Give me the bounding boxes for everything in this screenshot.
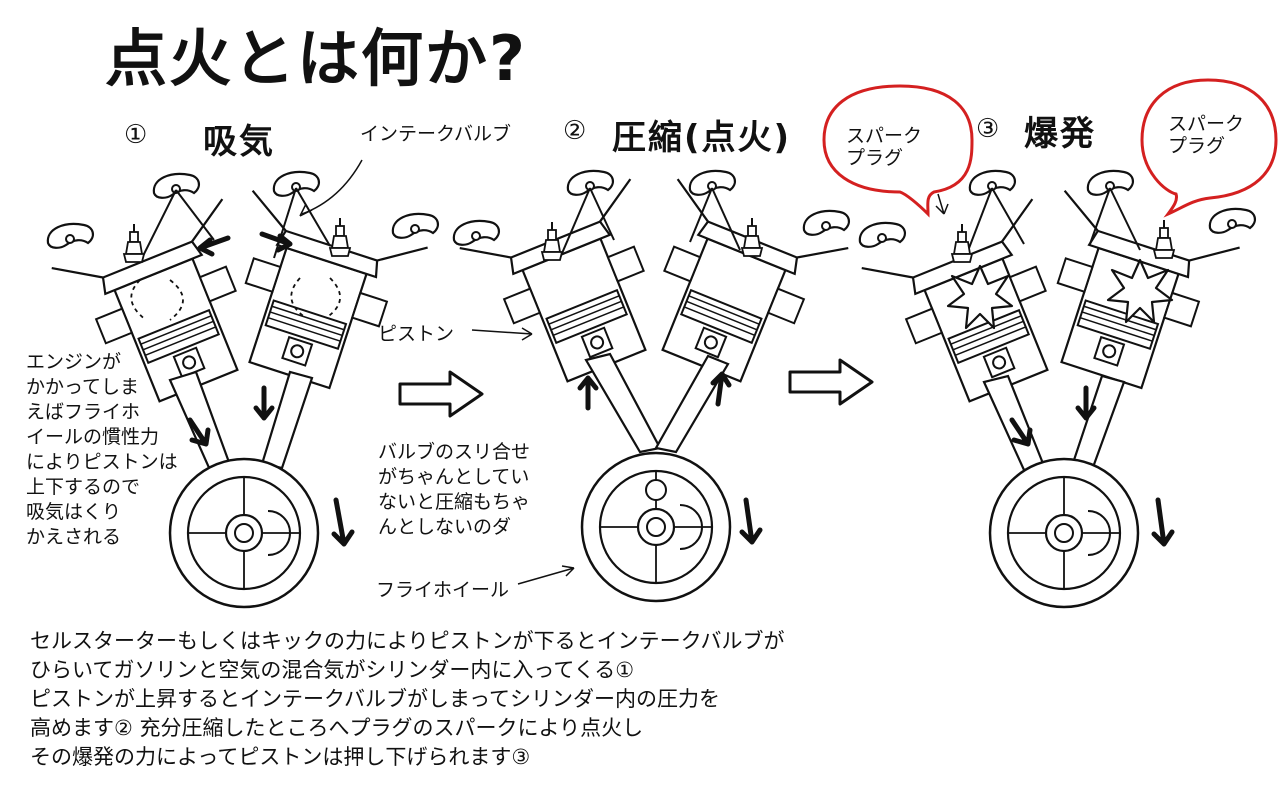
connecting-rod [1070, 374, 1126, 472]
step-number-compression: ② [563, 116, 587, 146]
rocker-arm [391, 212, 440, 239]
step-number-intake: ① [124, 120, 148, 150]
spark-plug [1153, 219, 1175, 259]
flywheel-label: フライホイール [376, 579, 510, 601]
rocker-arm [802, 209, 851, 236]
connecting-rod [654, 354, 730, 454]
spark-plug-callout-text-1: スパーク プラグ [846, 126, 923, 169]
cylinder-left [458, 178, 693, 402]
rocker-arm [1208, 207, 1257, 234]
rocker-arm [46, 222, 95, 249]
step-label-compression: 圧縮(点火) [612, 118, 792, 158]
step-label-intake: 吸気 [203, 122, 275, 162]
connecting-rod [584, 352, 662, 454]
engine-panel-compression [452, 169, 851, 603]
rocker-arm [1086, 169, 1135, 196]
rocker-arm [272, 170, 321, 197]
spark-plug-callout-2 [1140, 78, 1278, 218]
engine-panel-explosion [858, 169, 1257, 609]
page-title: 点火とは何か? [105, 22, 527, 95]
explanation-caption: セルスターターもしくはキックの力によりピストンが下るとインテークバルブが ひらい… [30, 629, 785, 769]
spark-plug [951, 223, 973, 263]
rocker-arm [152, 172, 201, 199]
spark-plug [541, 221, 563, 261]
spark-plug [741, 217, 763, 257]
engine-panel-intake [46, 159, 440, 609]
spark-plug [123, 223, 145, 263]
flywheel [988, 457, 1140, 609]
arrow-to-explosion [788, 358, 874, 406]
piston-label: ピストン [378, 323, 455, 345]
rocker-arm [452, 219, 501, 246]
flywheel [580, 451, 732, 603]
arrow-to-compression [398, 370, 484, 418]
cylinder-right [615, 178, 850, 402]
intake-valve-label: インテークバルブ [360, 123, 512, 145]
connecting-rod [260, 370, 314, 470]
rocker-arm [858, 221, 907, 248]
step-number-explosion: ③ [976, 114, 1000, 144]
flywheel [168, 457, 320, 609]
flywheel-inertia-note: エンジンが かかってしま えばフライホ イールの慣性力 によりピストンは 上下す… [26, 351, 178, 548]
step-label-explosion: 爆発 [1024, 114, 1096, 154]
spark-plug [329, 217, 351, 257]
spark-plug-callout-text-2: スパーク プラグ [1168, 114, 1245, 157]
spark-plug-callout-1 [822, 84, 974, 218]
connecting-rod [168, 370, 232, 472]
valve-fit-note: バルブのスリ合せ がちゃんとしてい ないと圧縮もちゃ んとしないのダ [378, 441, 531, 538]
rocker-arm [968, 169, 1017, 196]
